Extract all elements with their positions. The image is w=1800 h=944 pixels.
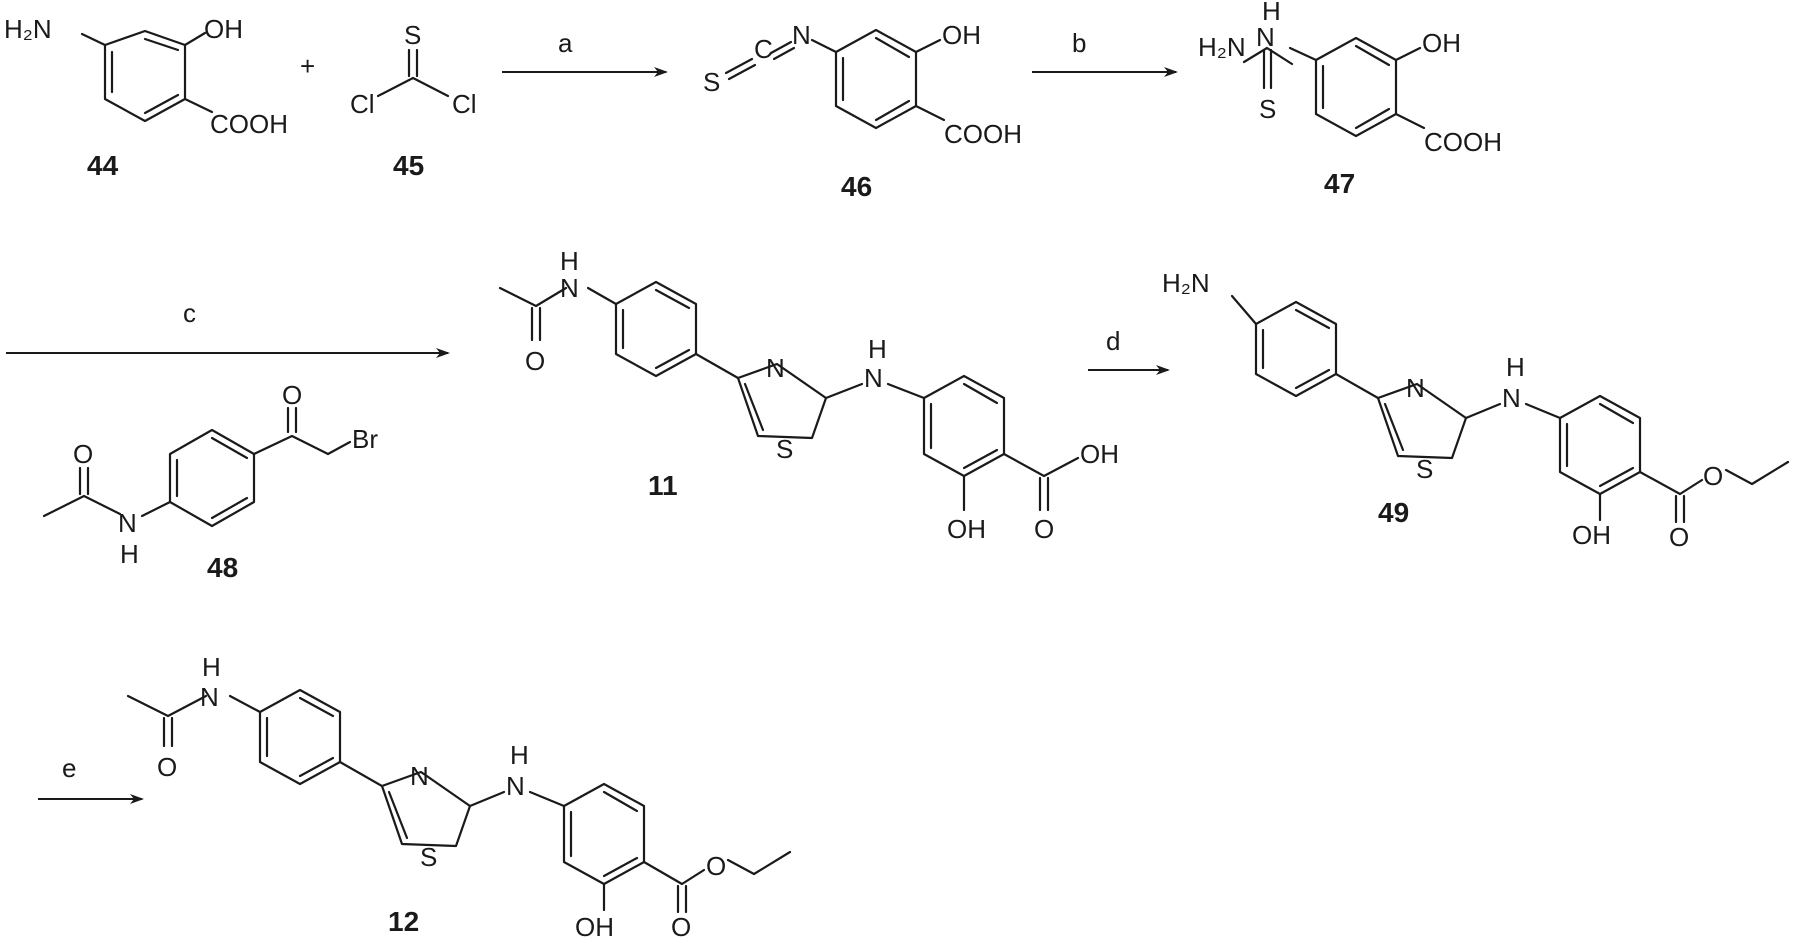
chlorine-left-label: Cl: [350, 89, 375, 119]
compound-45-structure: S Cl Cl: [350, 20, 477, 119]
amine-nitrogen-label: N: [864, 363, 883, 393]
amine-nitrogen-label: N: [1502, 383, 1521, 413]
phenol-oxygen-label: OH: [575, 912, 614, 942]
compound-44-label: 44: [87, 150, 119, 181]
phenol-oxygen-label: OH: [947, 514, 986, 544]
nitrogen-label: N: [792, 20, 811, 50]
carboxyl-label: COOH: [944, 119, 1022, 149]
amino-group-label: H₂N: [1198, 32, 1246, 62]
hydroxyl-label: OH: [1422, 28, 1461, 58]
compound-12-structure: H N O N S H N OH O O: [126, 652, 792, 942]
thiazole-nitrogen-label: N: [410, 761, 429, 791]
sulfur-label: S: [1259, 94, 1276, 124]
ketone-oxygen-label: O: [282, 380, 302, 410]
compound-47-label: 47: [1324, 168, 1355, 199]
chlorine-right-label: Cl: [452, 89, 477, 119]
amide-hydrogen-label: H: [202, 652, 221, 682]
compound-11-label: 11: [648, 470, 678, 501]
thiazole-sulfur-label: S: [420, 842, 437, 872]
thiazole-nitrogen-label: N: [766, 353, 785, 383]
reagent-label-d: d: [1106, 326, 1120, 356]
reagent-label-e: e: [62, 753, 76, 783]
compound-12-label: 12: [388, 906, 419, 937]
sulfur-label: S: [703, 67, 720, 97]
ester-carbonyl-oxygen-label: O: [1669, 522, 1689, 552]
reagent-label-a: a: [558, 28, 573, 58]
amine-nitrogen-label: N: [506, 771, 525, 801]
hydroxyl-label: OH: [942, 20, 981, 50]
ester-oxygen-label: O: [1703, 461, 1723, 491]
amide-nitrogen-label: N: [560, 273, 579, 303]
amide-hydrogen-label: H: [120, 539, 139, 569]
carbon-label: C: [754, 34, 773, 64]
compound-46-structure: S C N OH COOH: [703, 20, 1022, 149]
amino-group-label: H₂N: [1162, 268, 1210, 298]
amine-hydrogen-label: H: [868, 334, 887, 364]
compound-49-structure: H₂N N S H N OH O O: [1162, 268, 1790, 552]
amine-hydrogen-label: H: [510, 740, 529, 770]
compound-44-structure: H₂N OH COOH: [4, 14, 288, 139]
acid-hydroxyl-label: OH: [1080, 439, 1119, 469]
reagent-label-b: b: [1072, 28, 1086, 58]
hydroxyl-label: OH: [204, 14, 243, 44]
nh-nitrogen-label: N: [1256, 22, 1275, 52]
amide-nitrogen-label: N: [200, 682, 219, 712]
thiazole-sulfur-label: S: [776, 434, 793, 464]
amide-oxygen-label: O: [525, 346, 545, 376]
compound-47-structure: H₂N H N S OH COOH: [1198, 0, 1502, 157]
ester-oxygen-label: O: [706, 851, 726, 881]
acid-carbonyl-oxygen-label: O: [1034, 514, 1054, 544]
compound-46-label: 46: [841, 171, 872, 202]
carboxyl-label: COOH: [1424, 127, 1502, 157]
compound-11-structure: H N O N S H N OH OH O: [498, 246, 1119, 544]
compound-49-label: 49: [1378, 497, 1409, 528]
phenol-oxygen-label: OH: [1572, 520, 1611, 550]
amide-oxygen-label: O: [73, 439, 93, 469]
amino-group-label: H₂N: [4, 14, 52, 44]
amine-hydrogen-label: H: [1506, 352, 1525, 382]
plus-sign: +: [300, 51, 315, 81]
amide-oxygen-label: O: [157, 752, 177, 782]
reagent-label-c: c: [183, 298, 196, 328]
amide-hydrogen-label: H: [560, 246, 579, 276]
compound-45-label: 45: [393, 150, 424, 181]
amide-nitrogen-label: N: [118, 508, 137, 538]
thiazole-nitrogen-label: N: [1406, 373, 1425, 403]
carboxyl-label: COOH: [210, 109, 288, 139]
sulfur-label: S: [404, 20, 421, 50]
bromine-label: Br: [352, 424, 378, 454]
ester-carbonyl-oxygen-label: O: [671, 912, 691, 942]
compound-48-structure: O Br O N H: [42, 380, 378, 569]
compound-48-label: 48: [207, 552, 238, 583]
thiazole-sulfur-label: S: [1416, 454, 1433, 484]
nh-hydrogen-label: H: [1262, 0, 1281, 26]
